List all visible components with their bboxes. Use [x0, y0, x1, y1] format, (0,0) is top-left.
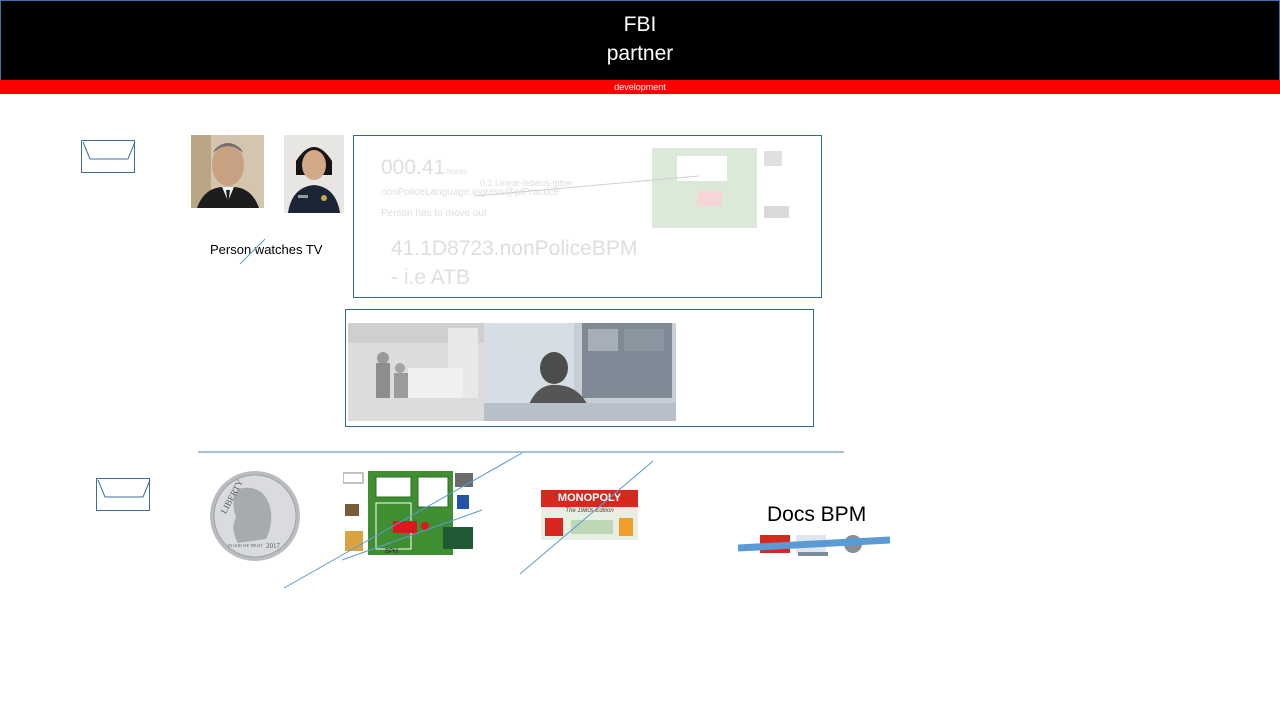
dime-year-text: 2017	[266, 542, 281, 550]
monopoly-chance-icon	[619, 518, 633, 536]
connector-line	[239, 238, 266, 265]
portrait-man-photo	[191, 135, 264, 208]
development-banner: development	[0, 80, 1280, 94]
faded-control-room-photo	[484, 323, 676, 421]
caption-person-watches-tv: Person watches TV	[210, 242, 323, 257]
connector-line	[283, 452, 523, 589]
monopoly-card-icon	[545, 518, 563, 536]
portrait-officer-photo	[284, 135, 344, 213]
header-subtitle: partner	[606, 42, 674, 65]
docs-thumbnails	[738, 535, 891, 556]
header-bar: FBI partner	[0, 0, 1280, 80]
note-b: nonPoliceLanguage.ingress@ptPractice	[381, 187, 560, 198]
tv-scene-panel	[345, 309, 814, 427]
header-title: FBI	[623, 13, 657, 36]
monopoly-board-icon	[571, 520, 613, 534]
connector-line	[519, 460, 654, 575]
dime-motto-text: IN GOD WE TRUST	[228, 543, 263, 548]
envelope-icon[interactable]	[81, 140, 136, 173]
note-c: Person has to move out	[381, 208, 487, 219]
bpm-sub: - i.e ATB	[391, 266, 470, 289]
note-a: 0.1 Linear-lebens-gitter	[480, 178, 573, 188]
monopoly-edition: The 1980s Edition	[565, 508, 614, 514]
connector-line	[474, 175, 700, 197]
envelope-icon[interactable]	[96, 478, 151, 511]
docs-bpm-label: Docs BPM	[767, 503, 867, 526]
map-caption: BPM	[385, 549, 398, 555]
faded-living-room-photo	[348, 323, 484, 421]
metrics-panel: 000.41 hours 0.1 Linear-lebens-gitter no…	[353, 135, 822, 298]
metric-suffix: hours	[447, 167, 468, 176]
metric-value: 000.41	[381, 156, 446, 179]
bpm-line: 41.1D8723.nonPoliceBPM	[391, 237, 638, 260]
divider-line	[198, 451, 844, 453]
dime-coin-image: LIBERTY 2017 IN GOD WE TRUST	[210, 471, 300, 561]
